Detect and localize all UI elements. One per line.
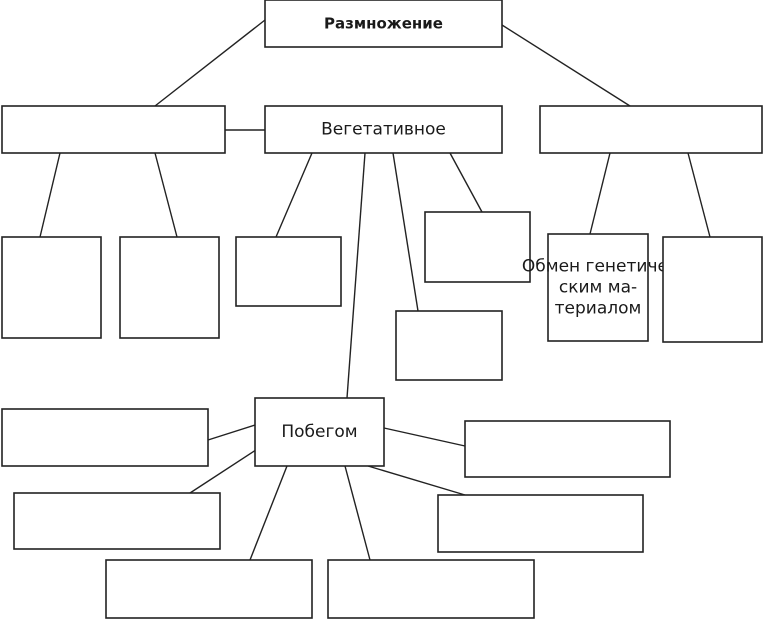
edge-right-top-to-right-b bbox=[687, 152, 711, 238]
node-left-top bbox=[1, 105, 226, 154]
node-veg-1 bbox=[235, 236, 342, 307]
node-shoot-4 bbox=[327, 559, 535, 619]
node-box-exchange bbox=[547, 233, 649, 342]
node-shoot-5 bbox=[437, 494, 644, 553]
edge-left-top-to-left-a bbox=[39, 152, 61, 238]
node-box-vegetative bbox=[264, 105, 503, 154]
node-exchange: Обмен генетиче-ским ма-териалом bbox=[522, 233, 674, 342]
node-box-shoot-6 bbox=[464, 420, 671, 478]
edge-vegetative-to-shoot bbox=[346, 152, 366, 399]
node-box-veg-3 bbox=[424, 211, 531, 283]
edge-vegetative-to-veg-2 bbox=[392, 152, 419, 312]
node-left-a bbox=[1, 236, 102, 339]
node-box-root bbox=[264, 0, 503, 48]
node-box-veg-1 bbox=[235, 236, 342, 307]
node-label-shoot: Побегом bbox=[281, 422, 357, 442]
node-shoot-6 bbox=[464, 420, 671, 478]
node-label-vegetative: Вегетативное bbox=[321, 120, 446, 140]
edge-shoot-to-shoot-4 bbox=[344, 465, 371, 561]
node-box-shoot-1 bbox=[1, 408, 209, 467]
node-veg-3 bbox=[424, 211, 531, 283]
node-box-left-a bbox=[1, 236, 102, 339]
edge-shoot-to-shoot-5 bbox=[367, 465, 466, 496]
edge-shoot-to-shoot-6 bbox=[383, 427, 466, 447]
node-box-left-top bbox=[1, 105, 226, 154]
edge-right-top-to-exchange bbox=[589, 152, 611, 235]
node-box-shoot-2 bbox=[13, 492, 221, 550]
node-box-veg-2 bbox=[395, 310, 503, 381]
edge-shoot-to-shoot-3 bbox=[249, 465, 288, 561]
node-box-shoot-4 bbox=[327, 559, 535, 619]
node-shoot: Побегом bbox=[254, 397, 385, 467]
diagram-edges bbox=[39, 19, 711, 561]
edge-vegetative-to-veg-3 bbox=[449, 152, 483, 213]
node-box-right-top bbox=[539, 105, 763, 154]
edge-vegetative-to-veg-1 bbox=[275, 152, 313, 238]
node-label-root: Размножение bbox=[324, 15, 443, 33]
edge-root-to-right-top bbox=[501, 24, 631, 107]
node-veg-2 bbox=[395, 310, 503, 381]
node-box-shoot-5 bbox=[437, 494, 644, 553]
edge-shoot-to-shoot-1 bbox=[207, 424, 256, 441]
node-label-exchange: Обмен генетиче-ским ма-териалом bbox=[522, 257, 674, 319]
node-box-shoot bbox=[254, 397, 385, 467]
node-right-top bbox=[539, 105, 763, 154]
node-shoot-2 bbox=[13, 492, 221, 550]
node-root: Размножение bbox=[264, 0, 503, 48]
node-left-b bbox=[119, 236, 220, 339]
node-box-left-b bbox=[119, 236, 220, 339]
node-vegetative: Вегетативное bbox=[264, 105, 503, 154]
node-shoot-3 bbox=[105, 559, 313, 619]
edge-shoot-to-shoot-2 bbox=[189, 445, 263, 494]
edge-root-to-left-top bbox=[154, 19, 266, 107]
node-shoot-1 bbox=[1, 408, 209, 467]
node-box-shoot-3 bbox=[105, 559, 313, 619]
edge-left-top-to-left-b bbox=[154, 152, 178, 238]
node-box-right-b bbox=[662, 236, 763, 343]
node-right-b bbox=[662, 236, 763, 343]
